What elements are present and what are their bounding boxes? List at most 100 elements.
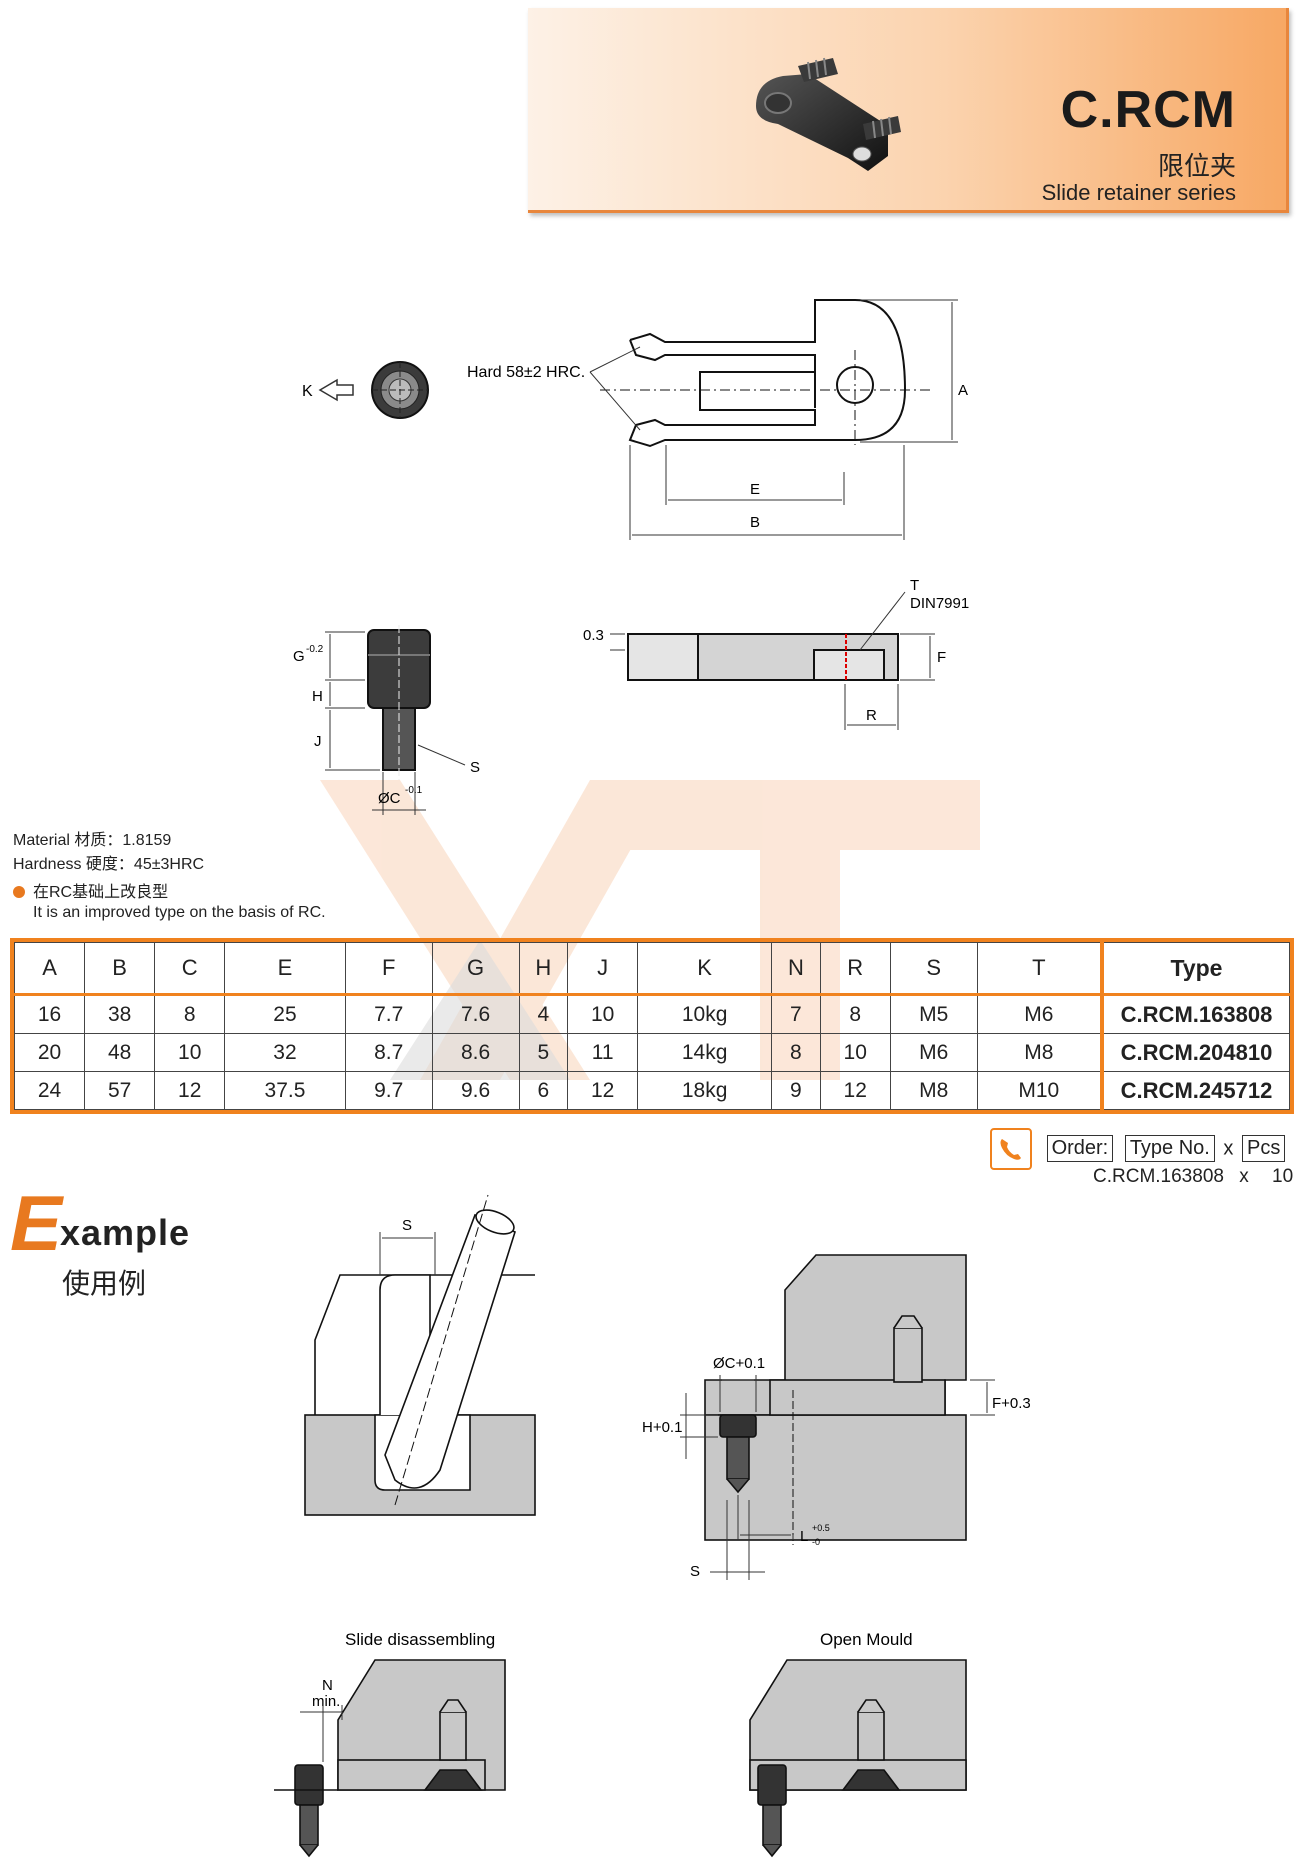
table-cell: 8 [154,993,226,1034]
table-cell: 14kg [637,1033,773,1072]
table-cell: 20 [13,1033,86,1072]
order-info: Order: Type No. x Pcs [990,1128,1288,1170]
order-example-x: x [1239,1166,1249,1187]
ex-dim-h: H+0.1 [642,1419,682,1436]
table-cell: 24 [13,1071,86,1110]
col-header-k: K [637,942,773,995]
col-header-h: H [518,942,569,995]
dim-03: 0.3 [583,627,604,644]
table-cell: 8.7 [344,1033,433,1072]
ex-dim-f: F+0.3 [992,1395,1031,1412]
example-drawings: S ØC+0.1 F+0.3 H+0.1 L +0.5 -0 S Slide d… [274,1194,1031,1858]
example-fig-pin [304,1194,536,1516]
ex-dim-c: ØC+0.1 [713,1355,765,1372]
table-cell: M10 [976,1071,1103,1110]
table-cell: 12 [819,1071,891,1110]
ex-dim-min: min. [312,1693,340,1710]
col-header-t: T [976,942,1103,995]
table-cell: 4 [518,993,569,1034]
table-cell: 18kg [637,1071,773,1110]
col-header-n: N [771,942,821,995]
technical-drawing: K Hard 58±2 HRC. A E B T DIN7991 0.3 F R [293,299,969,815]
example-title: xample [60,1212,191,1253]
table-cell: 10 [154,1033,226,1072]
dim-c-tol: -0.1 [405,785,423,796]
dim-g: G [293,648,305,665]
end-view [318,361,429,419]
ex-dim-s-bottom: S [690,1563,700,1580]
dim-j: J [314,733,322,750]
product-photo [756,57,901,171]
din-label: DIN7991 [910,595,969,612]
table-cell: 7.7 [344,993,433,1034]
table-cell: M6 [976,993,1103,1034]
order-x: x [1223,1137,1234,1160]
dim-t: T [910,577,919,594]
example-fig-open [749,1659,967,1858]
table-cell: M5 [889,993,978,1034]
dim-c: ØC [378,790,401,807]
col-header-a: A [13,942,86,995]
col-header-e: E [224,942,346,995]
k-arrow-icon [318,378,354,402]
table-cell: 48 [84,1033,156,1072]
hard-label: Hard 58±2 HRC. [467,364,585,381]
col-header-s: S [889,942,978,995]
top-view [600,299,930,448]
table-cell: 57 [84,1071,156,1110]
dim-g-tol: -0.2 [306,644,324,655]
order-example-code: C.RCM.163808 [1093,1166,1224,1187]
table-cell: 7 [771,993,821,1034]
table-cell: M6 [889,1033,978,1072]
type-cell: C.RCM.163808 [1100,993,1290,1034]
table-cell: 32 [224,1033,346,1072]
dim-e: E [750,481,760,498]
col-header-g: G [431,942,520,995]
side-view [627,633,899,681]
table-cell: 5 [518,1033,569,1072]
dim-b: B [750,514,760,531]
table-cell: 10 [567,993,639,1034]
table-cell: 12 [567,1071,639,1110]
dim-r: R [866,707,877,724]
table-cell: 9.6 [431,1071,520,1110]
table-cell: 8 [771,1033,821,1072]
open-title: Open Mould [820,1630,913,1649]
bullet-icon [13,886,25,898]
col-header-b: B [84,942,156,995]
col-header-j: J [567,942,639,995]
ex-dim-l-dn: -0 [812,1537,820,1547]
phone-icon [990,1128,1032,1170]
ex-dim-n: N [322,1677,333,1694]
type-no-label: Type No. [1124,1135,1215,1163]
col-header-r: R [819,942,891,995]
table-cell: 6 [518,1071,569,1110]
table-cell: 12 [154,1071,226,1110]
dim-h: H [312,688,323,705]
table-cell: 9 [771,1071,821,1110]
table-cell: 10kg [637,993,773,1034]
example-fig-mould [704,1254,967,1545]
table-cell: 37.5 [224,1071,346,1110]
example-big-letter: E [10,1179,63,1267]
table-cell: 7.6 [431,993,520,1034]
table-cell: 11 [567,1033,639,1072]
material-note: Material 材质：1.8159 [13,832,172,849]
dim-a: A [958,382,968,399]
improved-note-en: It is an improved type on the basis of R… [33,904,326,921]
order-label: Order: [1046,1135,1114,1163]
col-header-f: F [344,942,433,995]
pcs-label: Pcs [1241,1135,1286,1163]
product-name-en: Slide retainer series [1041,180,1236,205]
col-header-type: Type [1100,942,1290,995]
table-cell: 8.6 [431,1033,520,1072]
dim-s: S [470,759,480,776]
type-cell: C.RCM.204810 [1100,1033,1290,1072]
table-cell: 16 [13,993,86,1034]
type-cell: C.RCM.245712 [1100,1071,1290,1110]
table-cell: M8 [889,1071,978,1110]
